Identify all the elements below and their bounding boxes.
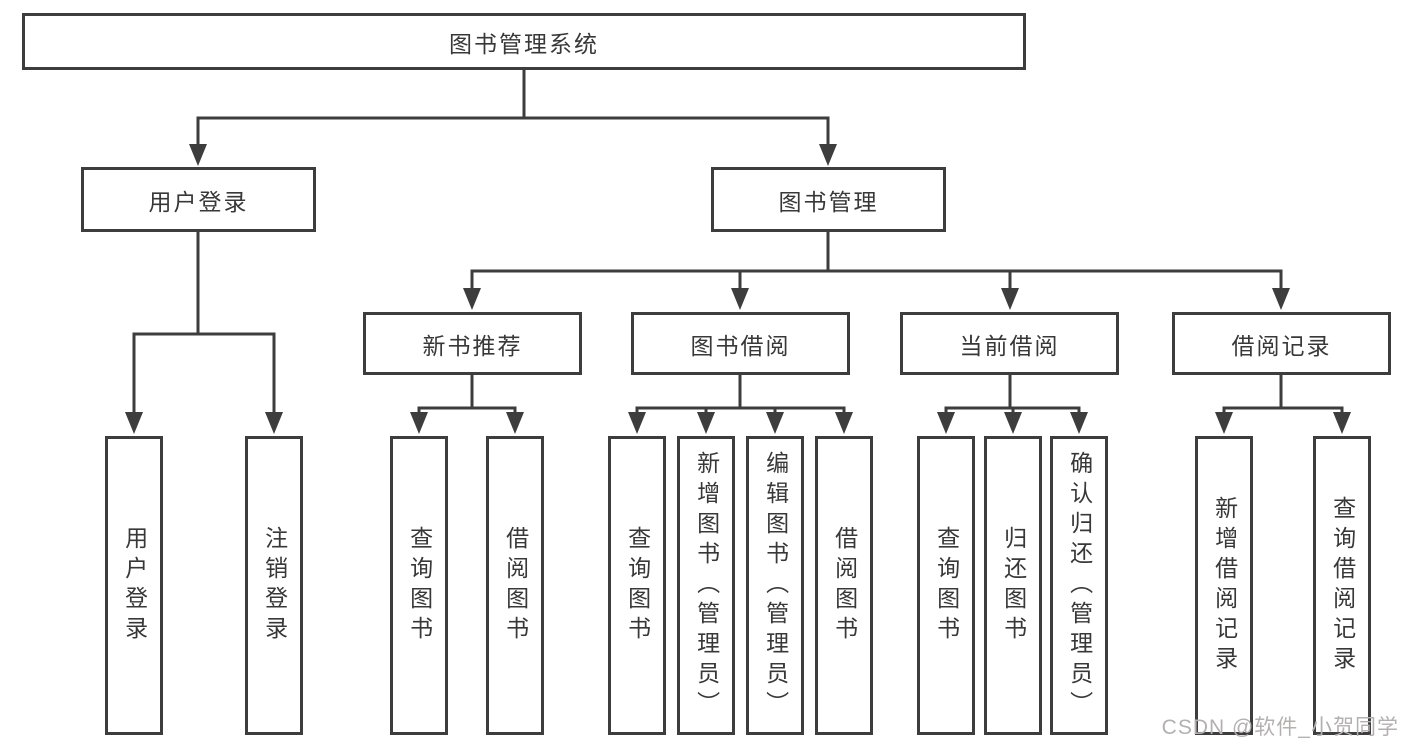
leaf-user-login: 用户登录 xyxy=(105,436,163,735)
node-user-login-label: 用户登录 xyxy=(148,188,249,215)
arrowhead-icon xyxy=(189,144,207,166)
node-borrow-records: 借阅记录 xyxy=(1172,312,1391,375)
leaf-current-query-books-label: 查询图书 xyxy=(933,525,960,646)
node-borrow-records-label: 借阅记录 xyxy=(1231,332,1332,359)
arrowhead-icon xyxy=(1272,288,1290,310)
arrowhead-icon xyxy=(506,412,524,434)
leaf-add-books-admin-label: 新增图书（管理员） xyxy=(693,450,720,721)
watermark: CSDN @软件_小贺同学 xyxy=(1161,716,1399,739)
arrowhead-icon xyxy=(1070,412,1088,434)
leaf-newbook-borrow-books: 借阅图书 xyxy=(486,436,544,735)
arrowhead-icon xyxy=(697,412,715,434)
leaf-confirm-return-admin-label: 确认归还（管理员） xyxy=(1066,450,1093,721)
arrowhead-icon xyxy=(835,412,853,434)
arrowhead-icon xyxy=(1001,288,1019,310)
leaf-confirm-return-admin: 确认归还（管理员） xyxy=(1050,436,1108,735)
node-root-label: 图书管理系统 xyxy=(449,30,599,57)
leaf-borrow-query-books: 查询图书 xyxy=(608,436,666,735)
leaf-edit-books-admin-label: 编辑图书（管理员） xyxy=(762,450,789,721)
leaf-query-borrow-record: 查询借阅记录 xyxy=(1313,436,1371,735)
arrowhead-icon xyxy=(766,412,784,434)
leaf-borrow-books: 借阅图书 xyxy=(815,436,873,735)
node-current-borrow: 当前借阅 xyxy=(900,312,1119,375)
leaf-edit-books-admin: 编辑图书（管理员） xyxy=(746,436,804,735)
node-book-management-label: 图书管理 xyxy=(778,188,879,215)
arrowhead-icon xyxy=(628,412,646,434)
arrowhead-icon xyxy=(819,144,837,166)
leaf-borrow-query-books-label: 查询图书 xyxy=(624,525,651,646)
arrowhead-icon xyxy=(410,412,428,434)
node-new-book-recommend: 新书推荐 xyxy=(363,312,582,375)
arrowhead-icon xyxy=(125,412,143,434)
leaf-borrow-books-label: 借阅图书 xyxy=(831,525,858,646)
leaf-add-borrow-record-label: 新增借阅记录 xyxy=(1211,495,1238,676)
arrowhead-icon xyxy=(731,288,749,310)
node-book-borrow-label: 图书借阅 xyxy=(690,332,791,359)
leaf-add-borrow-record: 新增借阅记录 xyxy=(1195,436,1253,735)
leaf-query-borrow-record-label: 查询借阅记录 xyxy=(1329,495,1356,676)
arrowhead-icon xyxy=(463,288,481,310)
leaf-logout-label: 注销登录 xyxy=(261,525,288,646)
leaf-return-books: 归还图书 xyxy=(984,436,1042,735)
arrowhead-icon xyxy=(1333,412,1351,434)
leaf-add-books-admin: 新增图书（管理员） xyxy=(677,436,735,735)
arrowhead-icon xyxy=(265,412,283,434)
node-book-management: 图书管理 xyxy=(711,167,946,232)
node-book-borrow: 图书借阅 xyxy=(631,312,850,375)
arrowhead-icon xyxy=(1215,412,1233,434)
leaf-current-query-books: 查询图书 xyxy=(917,436,975,735)
leaf-return-books-label: 归还图书 xyxy=(1000,525,1027,646)
leaf-newbook-query-books-label: 查询图书 xyxy=(406,525,433,646)
node-user-login: 用户登录 xyxy=(81,167,316,232)
node-root: 图书管理系统 xyxy=(22,13,1026,70)
arrowhead-icon xyxy=(1004,412,1022,434)
node-current-borrow-label: 当前借阅 xyxy=(959,332,1060,359)
arrowhead-icon xyxy=(937,412,955,434)
leaf-logout: 注销登录 xyxy=(245,436,303,735)
leaf-newbook-query-books: 查询图书 xyxy=(390,436,448,735)
leaf-user-login-label: 用户登录 xyxy=(121,525,148,646)
leaf-newbook-borrow-books-label: 借阅图书 xyxy=(502,525,529,646)
node-new-book-recommend-label: 新书推荐 xyxy=(422,332,523,359)
